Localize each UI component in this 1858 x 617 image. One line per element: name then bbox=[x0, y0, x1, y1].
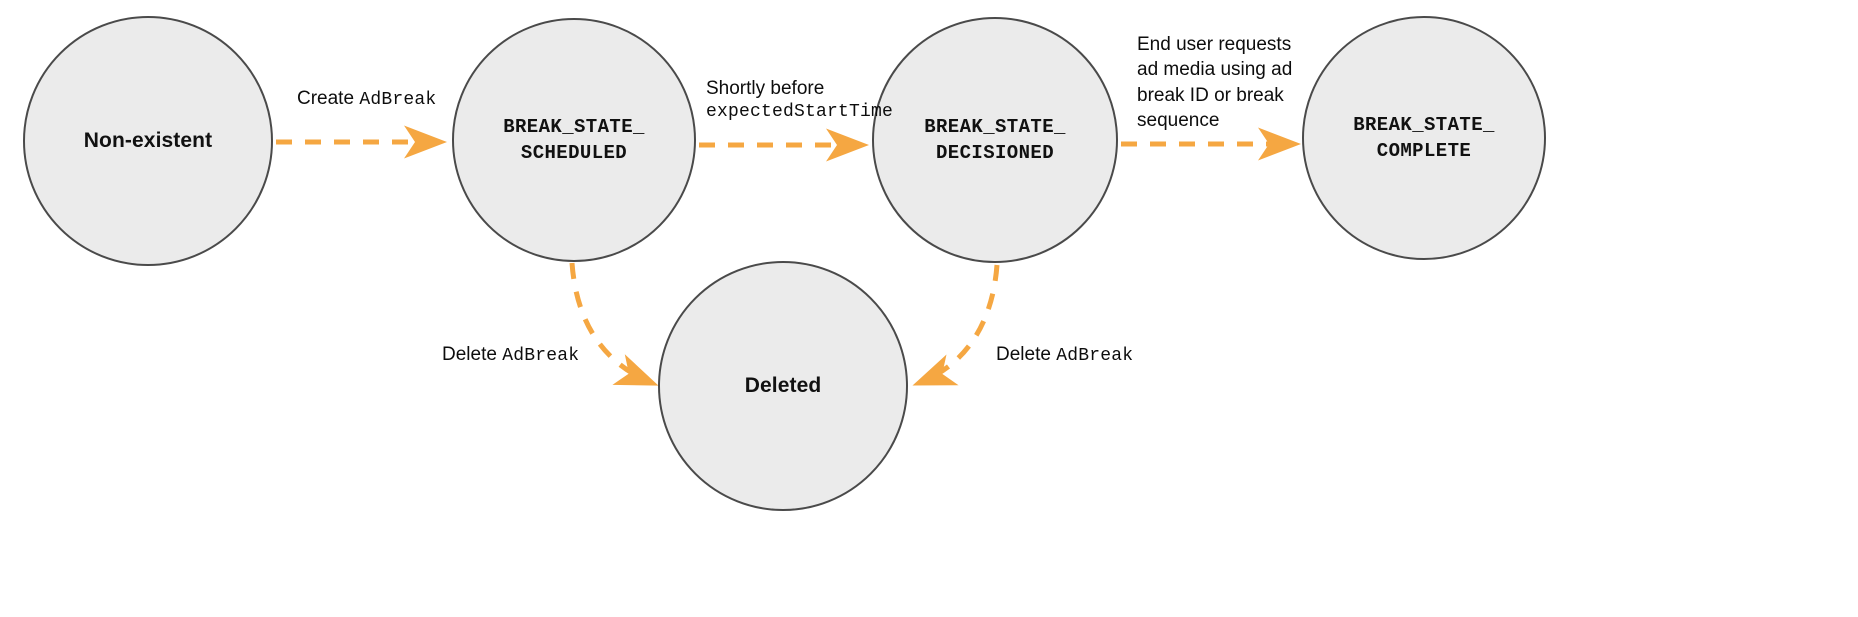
state-node-label: BREAK_STATE_ SCHEDULED bbox=[503, 114, 645, 166]
state-label-line-1: BREAK_STATE_ bbox=[924, 115, 1066, 138]
state-node-label: Deleted bbox=[745, 373, 822, 400]
state-node-label: BREAK_STATE_ COMPLETE bbox=[1353, 112, 1495, 164]
state-node-break-state-scheduled[interactable]: BREAK_STATE_ SCHEDULED bbox=[452, 18, 696, 262]
edge-label-end-user-requests-ad-media: End user requests ad media using ad brea… bbox=[1137, 32, 1292, 133]
edge-label-text-sans: Delete bbox=[442, 344, 503, 365]
edge-label-text-sans: Create bbox=[297, 88, 360, 109]
state-label-line-2: COMPLETE bbox=[1376, 140, 1472, 162]
edge-delete-adbreak-from-scheduled bbox=[569, 262, 659, 386]
edge-label-text-mono: AdBreak bbox=[502, 346, 580, 366]
state-label-line-1: BREAK_STATE_ bbox=[503, 115, 645, 138]
edge-label-line: sequence bbox=[1137, 109, 1220, 131]
edge-label-delete-adbreak-from-scheduled: Delete AdBreak bbox=[442, 342, 579, 369]
edge-label-line: Delete AdBreak bbox=[442, 342, 579, 369]
state-node-deleted[interactable]: Deleted bbox=[658, 261, 908, 511]
edge-label-shortly-before-expectedstarttime: Shortly before expectedStartTime bbox=[706, 76, 893, 125]
state-label-line-1: Non-existent bbox=[83, 128, 213, 152]
edge-label-text-mono: AdBreak bbox=[1056, 346, 1134, 366]
state-node-non-existent[interactable]: Non-existent bbox=[23, 16, 273, 266]
state-label-line-1: Deleted bbox=[744, 373, 822, 397]
edge-label-text-mono: AdBreak bbox=[359, 90, 437, 110]
edge-label-line: Create AdBreak bbox=[297, 86, 436, 113]
edge-delete-adbreak-from-decisioned bbox=[912, 264, 1000, 386]
edge-label-line: ad media using ad bbox=[1137, 59, 1293, 81]
edge-label-line: Delete AdBreak bbox=[996, 342, 1133, 369]
state-node-break-state-decisioned[interactable]: BREAK_STATE_ DECISIONED bbox=[872, 17, 1118, 263]
edge-label-text-sans: Delete bbox=[996, 344, 1057, 365]
edge-label-create-adbreak: Create AdBreak bbox=[297, 86, 436, 113]
edge-label-delete-adbreak-from-decisioned: Delete AdBreak bbox=[996, 342, 1133, 369]
edge-label-line: End user requests bbox=[1137, 34, 1292, 55]
state-node-label: Non-existent bbox=[84, 128, 212, 155]
state-label-line-2: SCHEDULED bbox=[520, 142, 628, 164]
edge-label-line: expectedStartTime bbox=[706, 102, 894, 123]
state-node-break-state-complete[interactable]: BREAK_STATE_ COMPLETE bbox=[1302, 16, 1546, 260]
state-label-line-2: DECISIONED bbox=[935, 142, 1055, 164]
state-label-line-1: BREAK_STATE_ bbox=[1353, 113, 1495, 136]
edge-label-line: Shortly before bbox=[706, 78, 825, 99]
edge-label-line: break ID or break bbox=[1137, 84, 1284, 106]
state-node-label: BREAK_STATE_ DECISIONED bbox=[924, 114, 1066, 166]
